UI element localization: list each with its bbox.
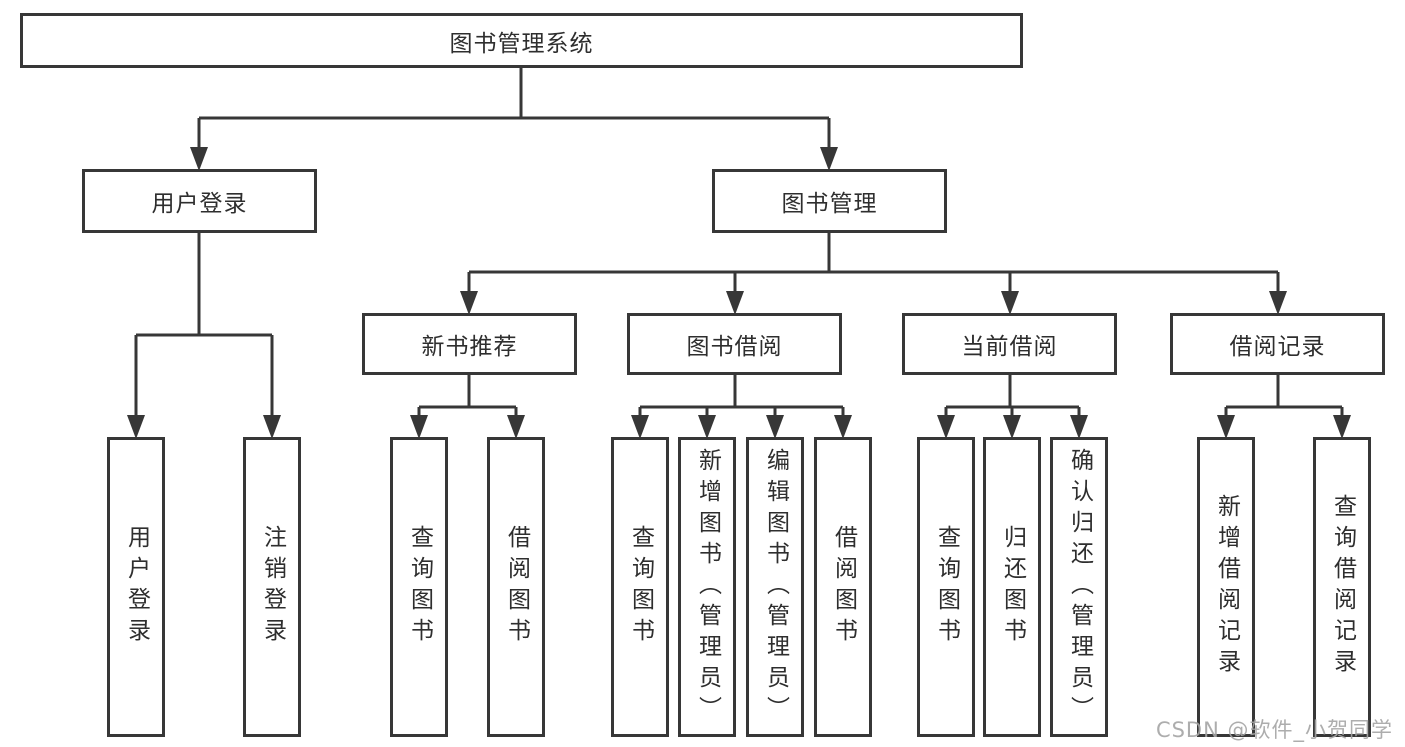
leaf-newbook-borrow-books: 借阅图书 [487, 437, 545, 737]
leaf-current-return-books-label: 归还图书 [999, 525, 1026, 649]
leaf-current-return-books: 归还图书 [983, 437, 1041, 737]
leaf-user-login: 用户登录 [107, 437, 165, 737]
leaf-current-confirm-return-admin-label: 确认归还（管理员） [1066, 447, 1093, 727]
leaf-borrowing-edit-books-admin: 编辑图书（管理员） [746, 437, 804, 737]
leaf-borrowing-query-books: 查询图书 [611, 437, 669, 737]
leaf-borrowing-borrow-books-label: 借阅图书 [830, 525, 857, 649]
leaf-records-query-record: 查询借阅记录 [1313, 437, 1371, 737]
leaf-newbook-borrow-books-label: 借阅图书 [503, 525, 530, 649]
connector-current-borrowing-children [937, 375, 1088, 439]
arrowhead [127, 415, 145, 439]
arrowhead [834, 415, 852, 439]
arrowhead [507, 415, 525, 439]
node-root: 图书管理系统 [20, 13, 1023, 68]
arrowhead [937, 415, 955, 439]
node-root-label: 图书管理系统 [449, 30, 594, 57]
node-book-management: 图书管理 [712, 169, 947, 233]
leaf-borrowing-edit-books-admin-label: 编辑图书（管理员） [762, 447, 789, 727]
arrowhead [410, 415, 428, 439]
arrowhead [726, 291, 744, 315]
leaf-records-add-record: 新增借阅记录 [1197, 437, 1255, 737]
leaf-current-query-books: 查询图书 [917, 437, 975, 737]
leaf-borrowing-query-books-label: 查询图书 [627, 525, 654, 649]
arrowhead [820, 147, 838, 171]
leaf-borrowing-borrow-books: 借阅图书 [814, 437, 872, 737]
leaf-logout: 注销登录 [243, 437, 301, 737]
leaf-current-confirm-return-admin: 确认归还（管理员） [1050, 437, 1108, 737]
arrowhead [766, 415, 784, 439]
connector-book-borrowing-children [631, 375, 852, 439]
connector-borrowing-records-children [1217, 375, 1351, 439]
arrowhead [263, 415, 281, 439]
node-new-book-recommendation: 新书推荐 [362, 313, 577, 375]
leaf-logout-label: 注销登录 [259, 525, 286, 649]
node-current-borrowing-label: 当前借阅 [961, 334, 1058, 360]
arrowhead [1001, 291, 1019, 315]
leaf-user-login-label: 用户登录 [123, 525, 150, 649]
arrowhead [631, 415, 649, 439]
leaf-borrowing-add-books-admin-label: 新增图书（管理员） [694, 447, 721, 727]
leaf-records-add-record-label: 新增借阅记录 [1213, 494, 1240, 680]
arrowhead [698, 415, 716, 439]
leaf-borrowing-add-books-admin: 新增图书（管理员） [678, 437, 736, 737]
leaf-newbook-query-books-label: 查询图书 [406, 525, 433, 649]
arrowhead [1333, 415, 1351, 439]
connector-new-book-children [410, 375, 525, 439]
watermark-text: CSDN @软件_小贺同学 [1155, 718, 1393, 742]
arrowhead [1003, 415, 1021, 439]
arrowhead [1217, 415, 1235, 439]
leaf-newbook-query-books: 查询图书 [390, 437, 448, 737]
connector-book-management-children [460, 233, 1287, 315]
node-book-management-label: 图书管理 [781, 191, 878, 217]
node-new-book-recommendation-label: 新书推荐 [421, 334, 518, 360]
node-user-login: 用户登录 [82, 169, 317, 233]
node-book-borrowing-label: 图书借阅 [686, 334, 783, 360]
arrowhead [190, 147, 208, 171]
arrowhead [460, 291, 478, 315]
node-borrowing-records: 借阅记录 [1170, 313, 1385, 375]
node-borrowing-records-label: 借阅记录 [1229, 334, 1326, 360]
leaf-records-query-record-label: 查询借阅记录 [1329, 494, 1356, 680]
connector-root-to-level2 [190, 68, 838, 171]
node-book-borrowing: 图书借阅 [627, 313, 842, 375]
leaf-current-query-books-label: 查询图书 [933, 525, 960, 649]
connector-user-login-children [127, 233, 281, 439]
node-user-login-label: 用户登录 [151, 191, 248, 217]
node-current-borrowing: 当前借阅 [902, 313, 1117, 375]
arrowhead [1269, 291, 1287, 315]
arrowhead [1070, 415, 1088, 439]
